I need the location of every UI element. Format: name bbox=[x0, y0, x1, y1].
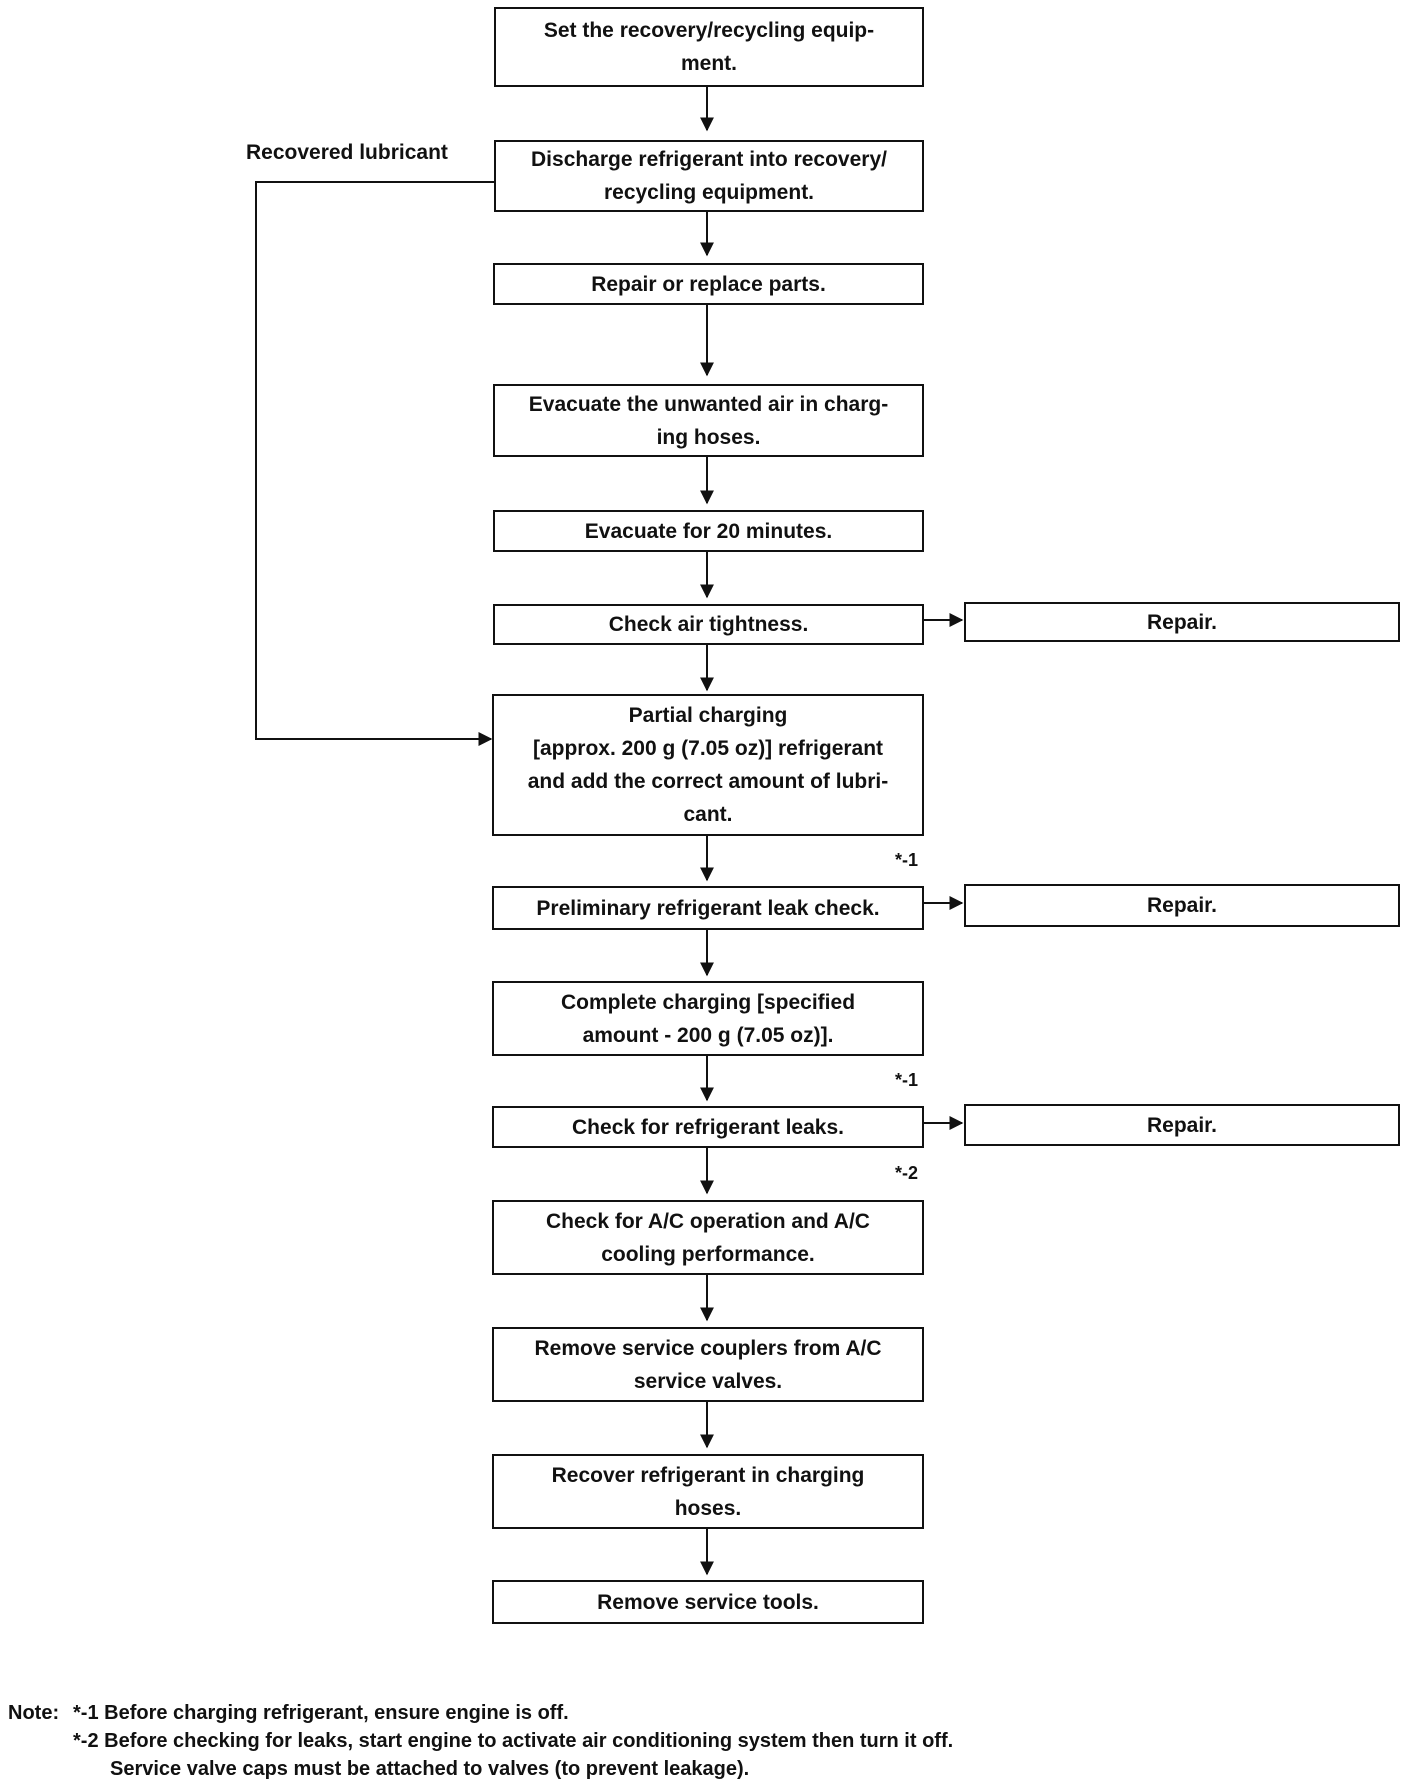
step-remove-service-couplers: Remove service couplers from A/C service… bbox=[492, 1327, 924, 1402]
footnote-mark-1b: *-1 bbox=[895, 1070, 919, 1090]
step-preliminary-leak-check: Preliminary refrigerant leak check. bbox=[492, 886, 924, 930]
repair-box-preliminary-leak: Repair. bbox=[964, 884, 1400, 927]
footnote-mark-2: *-2 bbox=[895, 1163, 919, 1183]
repair-box-air-tightness: Repair. bbox=[964, 602, 1400, 642]
recovered-lubricant-label: Recovered lubricant bbox=[246, 141, 448, 164]
step-evacuate-air-hoses: Evacuate the unwanted air in charg- ing … bbox=[493, 384, 924, 457]
step-discharge-refrigerant: Discharge refrigerant into recovery/ rec… bbox=[494, 140, 924, 212]
step-check-air-tightness: Check air tightness. bbox=[493, 604, 924, 645]
step-set-recovery-equipment: Set the recovery/recycling equip- ment. bbox=[494, 7, 924, 87]
step-partial-charging: Partial charging [approx. 200 g (7.05 oz… bbox=[492, 694, 924, 836]
step-recover-refrigerant-hoses: Recover refrigerant in charging hoses. bbox=[492, 1454, 924, 1529]
step-check-refrigerant-leaks: Check for refrigerant leaks. bbox=[492, 1106, 924, 1148]
step-remove-service-tools: Remove service tools. bbox=[492, 1580, 924, 1624]
step-check-ac-operation: Check for A/C operation and A/C cooling … bbox=[492, 1200, 924, 1275]
arrow-recovered-lubricant bbox=[255, 181, 494, 746]
step-evacuate-20-minutes: Evacuate for 20 minutes. bbox=[493, 510, 924, 552]
step-complete-charging: Complete charging [specified amount - 20… bbox=[492, 981, 924, 1056]
step-repair-replace-parts: Repair or replace parts. bbox=[493, 263, 924, 305]
footnote-mark-1a: *-1 bbox=[895, 850, 919, 870]
repair-box-refrigerant-leaks: Repair. bbox=[964, 1104, 1400, 1146]
